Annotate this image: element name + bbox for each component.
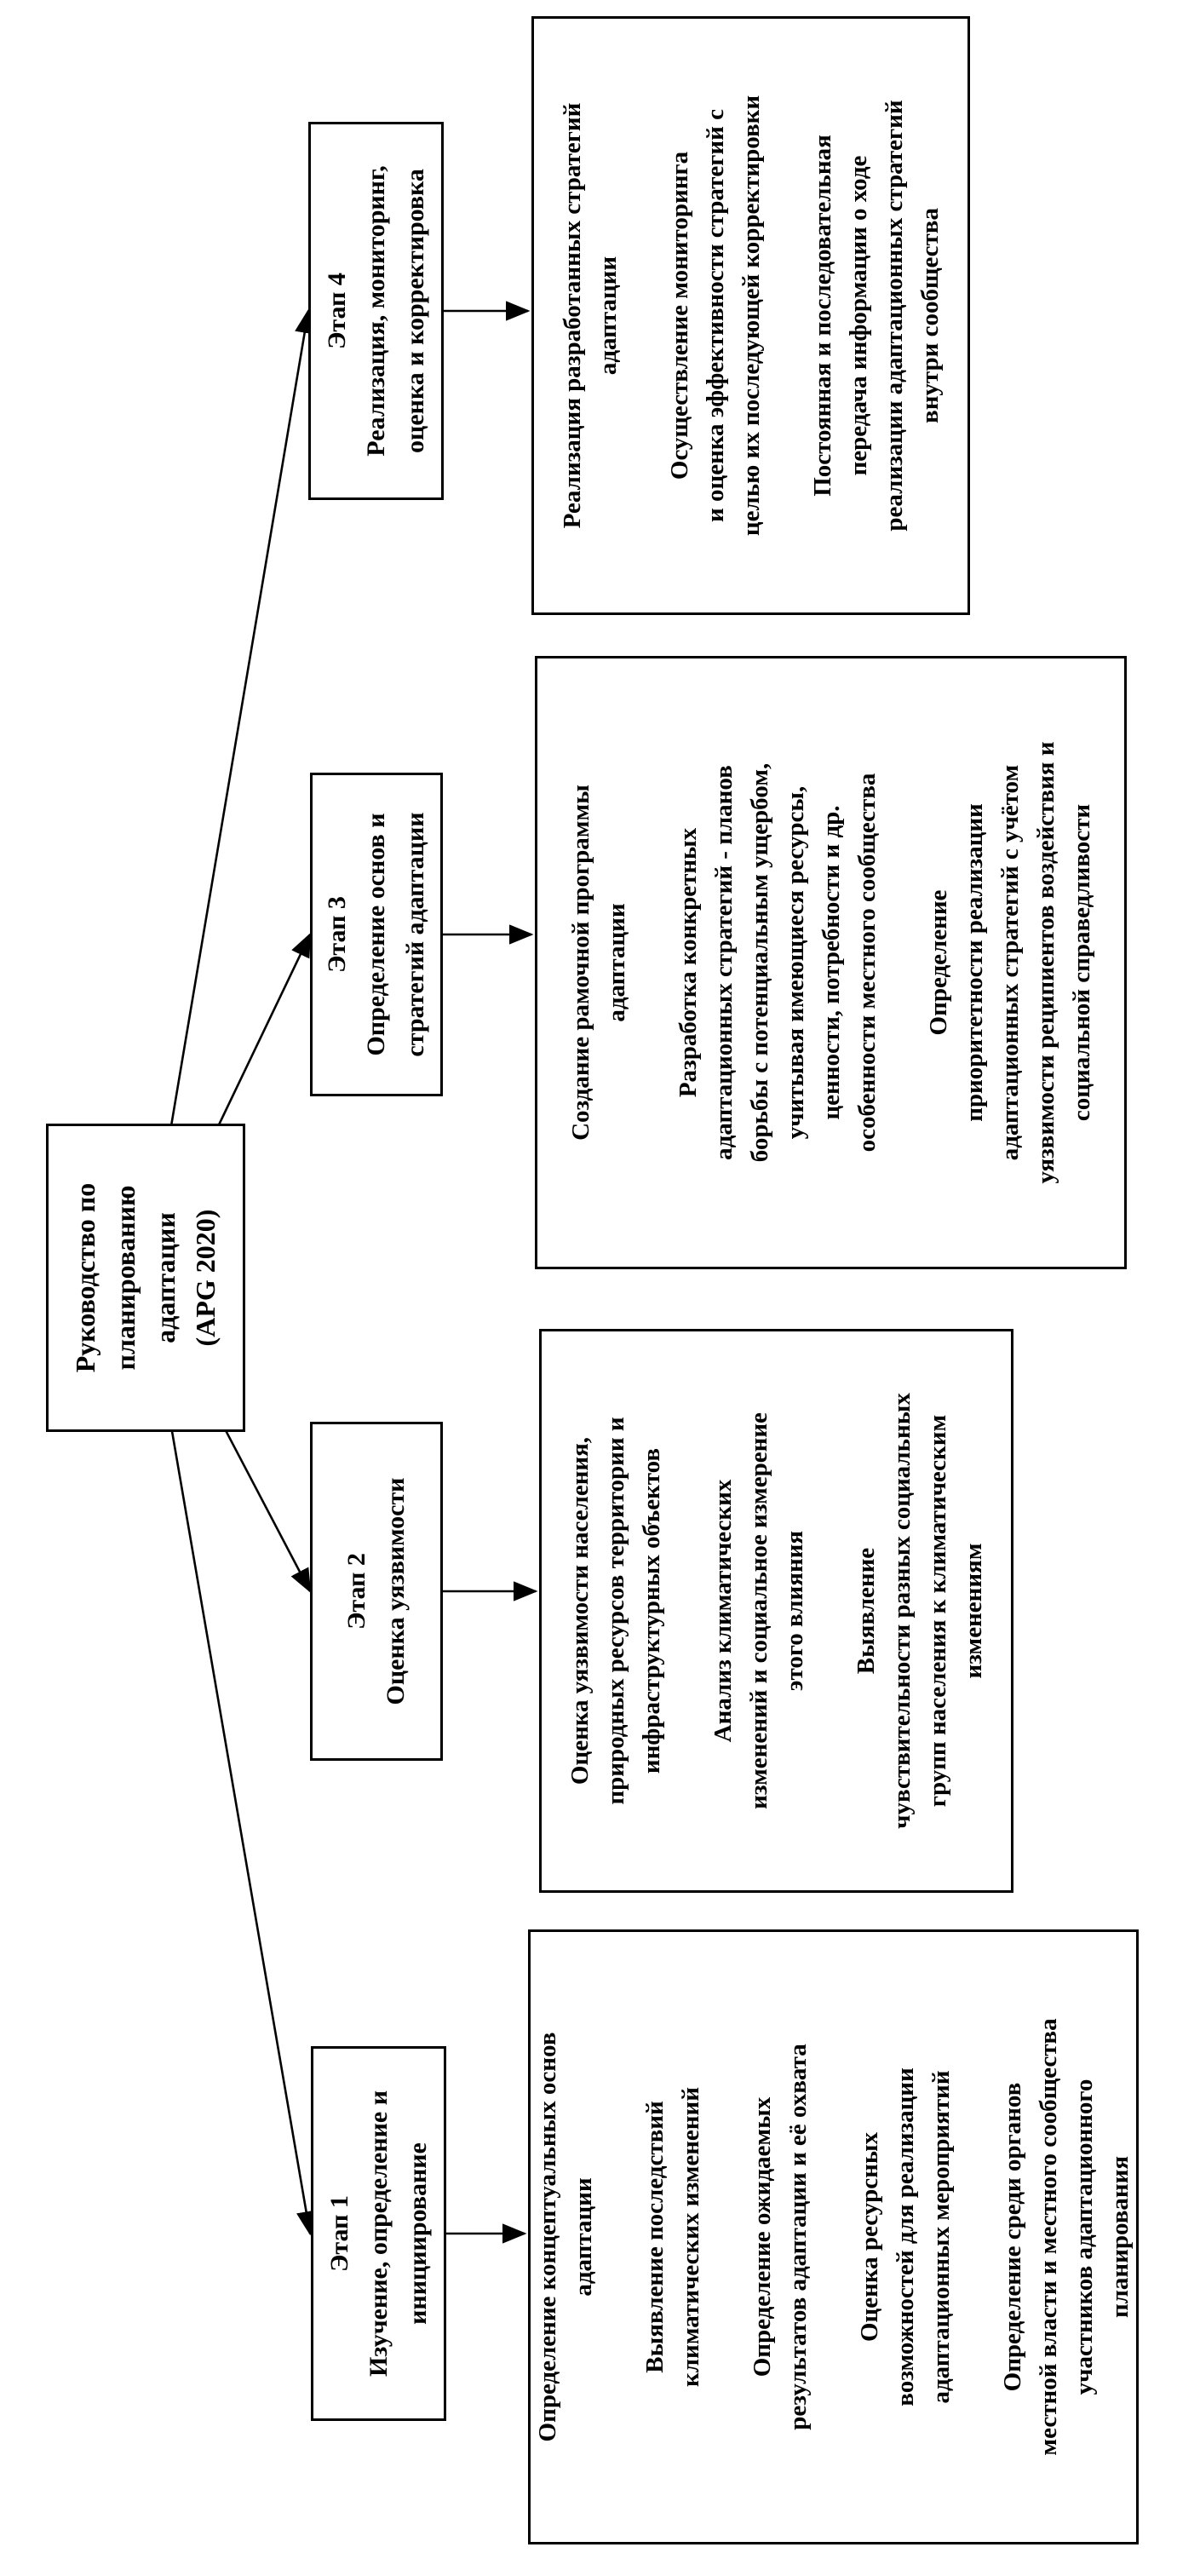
- text-line: местной власти и местного сообщества: [1034, 2018, 1062, 2456]
- paragraph: Определение концептуальных основ адаптаци…: [530, 2033, 601, 2442]
- text-line: Определение среди органов: [998, 2082, 1026, 2392]
- detail-box-etap-3: Создание рамочной программы адаптации Разр…: [535, 656, 1127, 1269]
- text-line: адаптации: [602, 903, 630, 1022]
- text-line: адаптационных стратегий - планов: [709, 765, 738, 1160]
- text-line: адаптационных стратегий с учётом: [996, 764, 1024, 1161]
- text-line: Анализ климатических: [709, 1479, 737, 1743]
- paragraph: Реализация разработанных стратегий адапта…: [554, 103, 626, 529]
- text-line: Постоянная и последовательная: [808, 135, 836, 497]
- text-line: передача информации о ходе: [844, 155, 872, 476]
- text-line: борьбы с потенциальным ущербом,: [745, 762, 773, 1163]
- text-line: Создание рамочной программы: [566, 785, 594, 1141]
- text-line: социальной справедливости: [1067, 803, 1095, 1122]
- paragraph: Определение среди органов местной власти …: [995, 2018, 1138, 2455]
- text-line: адаптации: [569, 2177, 597, 2297]
- paragraph: Определение ожидаемых результатов адаптац…: [744, 2044, 816, 2429]
- text-line: реализации адаптационных стратегий: [880, 100, 908, 532]
- stage-box-etap-1: Этап 1 Изучение, определение и инициирован…: [311, 2046, 446, 2421]
- paragraph: Определение приоритетности реализации адап…: [921, 742, 1099, 1184]
- text-line: участников адаптационного: [1070, 2079, 1098, 2395]
- text-line: возможностей для реализации: [891, 2067, 919, 2406]
- text-line: инициирование: [403, 2142, 432, 2325]
- text-line: адаптации: [594, 256, 622, 376]
- text-line: чувствительности разных социальных: [887, 1393, 916, 1829]
- stage-box-etap-2: Этап 2 Оценка уязвимости: [310, 1422, 443, 1761]
- text-line: результатов адаптации и её охвата: [784, 2044, 812, 2430]
- text-line: уязвимости реципиентов воздействия и: [1031, 741, 1059, 1184]
- text-line: планированию: [110, 1185, 141, 1371]
- text-line: Оценка ресурсных: [855, 2131, 883, 2343]
- detail-box-etap-4: Реализация разработанных стратегий адапта…: [531, 16, 970, 615]
- text-line: Изучение, определение и: [364, 2090, 393, 2378]
- text-line: (APG 2020): [190, 1209, 221, 1347]
- detail-box-etap-1: Определение концептуальных основ адаптаци…: [528, 1929, 1139, 2544]
- text-line: приоритетности реализации: [960, 803, 988, 1122]
- paragraph: Оценка уязвимости населения,природных ре…: [562, 1417, 669, 1804]
- text-line: ценности, потребности и др.: [817, 805, 845, 1120]
- text-line: Этап 3: [323, 896, 351, 973]
- arrow-root-to-stage-1: [144, 1277, 317, 2236]
- text-line: природных ресурсов территории и: [601, 1417, 629, 1805]
- text-line: Оценка уязвимости населения,: [566, 1436, 594, 1785]
- text-line: климатических изменений: [676, 2087, 704, 2387]
- text-line: особенности местного сообщества: [853, 773, 881, 1153]
- text-line: Осуществление мониторинга: [665, 151, 693, 480]
- text-line: Определение ожидаемых: [748, 2096, 776, 2378]
- paragraph: Создание рамочной программы адаптации: [563, 785, 634, 1141]
- arrow-root-to-stage-4: [144, 308, 315, 1279]
- text-line: планирования: [1105, 2155, 1134, 2319]
- text-line: Реализация, мониторинг,: [361, 165, 390, 457]
- text-line: Этап 1: [324, 2195, 353, 2272]
- text-line: учитывая имеющиеся ресурсы,: [781, 785, 809, 1140]
- text-line: Определение концептуальных основ: [533, 2032, 561, 2442]
- text-line: внутри сообщества: [916, 208, 944, 423]
- detail-box-etap-2: Оценка уязвимости населения,природных ре…: [539, 1329, 1013, 1893]
- text-line: инфраструктурных объектов: [637, 1447, 665, 1774]
- stage-box-etap-3: Этап 3 Определение основ и стратегий адапт…: [310, 773, 443, 1096]
- text-line: этого влияния: [780, 1530, 808, 1692]
- text-line: и оценка эффективности стратегий с: [701, 109, 729, 522]
- text-line: изменениям: [959, 1543, 987, 1679]
- text-line: оценка и корректировка: [400, 169, 429, 453]
- paragraph: Постоянная и последовательная передача ин…: [805, 100, 948, 531]
- text-line: групп населения к климатическим: [923, 1414, 951, 1808]
- text-line: Выявление последствий: [640, 2101, 669, 2373]
- text-line: адаптации: [150, 1212, 181, 1343]
- text-line: адаптационных мероприятий: [927, 2070, 955, 2404]
- text-line: целью их последующей корректировки: [737, 95, 765, 537]
- text-line: Реализация разработанных стратегий: [558, 102, 586, 529]
- text-line: стратегий адаптации: [401, 812, 429, 1057]
- paragraph: Оценка ресурсных возможностей для реализа…: [852, 2067, 959, 2406]
- text-line: изменений и социальное измерение: [744, 1412, 772, 1809]
- text-line: Разработка конкретных: [674, 827, 702, 1098]
- text-line: Определение основ и: [362, 813, 390, 1056]
- paragraph: Осуществление мониторинга и оценка эффект…: [662, 95, 769, 536]
- text-line: Оценка уязвимости: [382, 1477, 410, 1705]
- stage-box-etap-4: Этап 4 Реализация, мониторинг, оценка и ко…: [308, 122, 444, 500]
- text-line: Этап 2: [342, 1553, 370, 1630]
- text-line: Выявление: [852, 1547, 880, 1675]
- root-box-apg-2020: Руководство по планированию адаптации (APG …: [46, 1124, 245, 1432]
- text-line: Определение: [924, 889, 952, 1036]
- text-line: Руководство по: [70, 1182, 100, 1373]
- text-line: Этап 4: [322, 273, 351, 349]
